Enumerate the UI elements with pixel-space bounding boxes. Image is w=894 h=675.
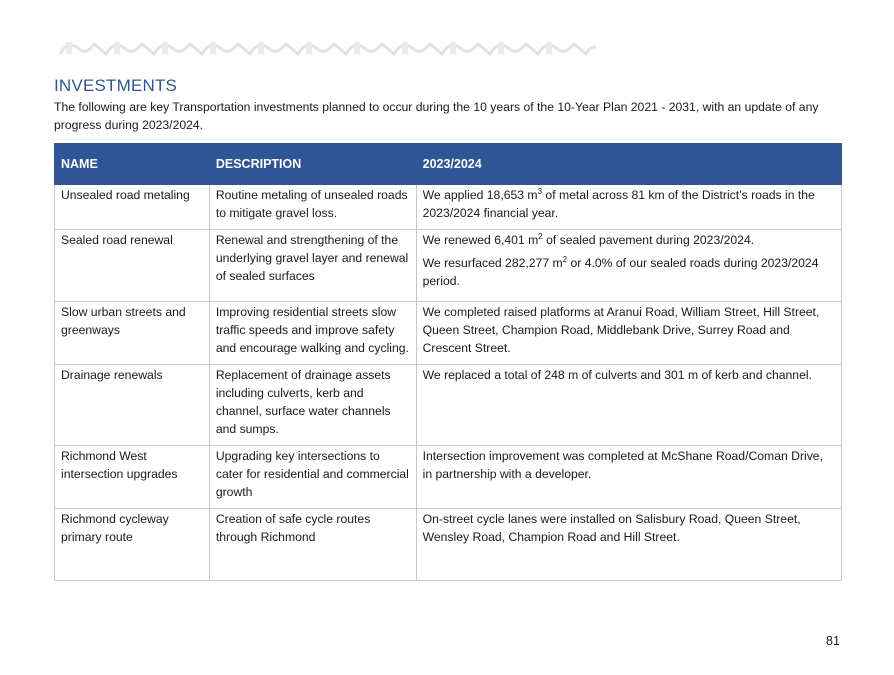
- cell-description: Improving residential streets slow traff…: [208, 301, 417, 365]
- cell-name: Richmond cycleway primary route: [54, 508, 210, 581]
- update-text: We replaced a total of 248 m of culverts…: [422, 368, 812, 382]
- unit-superscript: 2: [538, 231, 543, 241]
- update-paragraph: We applied 18,653 m3 of metal across 81 …: [423, 186, 835, 222]
- unit-superscript: 2: [562, 254, 568, 264]
- update-text: or 4.0% of our sealed roads during 2023/…: [422, 256, 819, 288]
- header-description: DESCRIPTION: [208, 143, 417, 185]
- update-text: We renewed 6,401 m: [422, 233, 539, 247]
- investments-table: NAME DESCRIPTION 2023/2024 Unsealed road…: [54, 143, 843, 581]
- update-text: of sealed pavement during 2023/2024.: [542, 233, 755, 247]
- cell-name: Unsealed road metaling: [54, 184, 210, 230]
- unit-superscript: 3: [537, 186, 543, 196]
- update-text: We applied 18,653 m: [422, 188, 538, 202]
- page-number: 81: [826, 634, 840, 648]
- update-text: We resurfaced 282,277 m: [422, 256, 563, 270]
- cell-name: Richmond West intersection upgrades: [54, 445, 210, 509]
- section-title: INVESTMENTS: [54, 76, 178, 95]
- header-year: 2023/2024: [415, 143, 843, 185]
- cell-update: On-street cycle lanes were installed on …: [415, 508, 843, 581]
- update-text: Intersection improvement was completed a…: [422, 449, 823, 481]
- cell-description: Creation of safe cycle routes through Ri…: [208, 508, 417, 581]
- cell-name: Slow urban streets and greenways: [54, 301, 210, 365]
- cell-name: Drainage renewals: [54, 364, 210, 446]
- update-paragraph: We replaced a total of 248 m of culverts…: [423, 366, 835, 384]
- update-paragraph: Intersection improvement was completed a…: [423, 447, 835, 483]
- update-text: We completed raised platforms at Aranui …: [422, 305, 820, 355]
- table-header-row: NAME DESCRIPTION 2023/2024: [54, 143, 843, 185]
- update-paragraph: We renewed 6,401 m2 of sealed pavement d…: [423, 231, 835, 249]
- update-paragraph: On-street cycle lanes were installed on …: [423, 510, 835, 546]
- cell-update: We replaced a total of 248 m of culverts…: [415, 364, 843, 446]
- update-text: of metal across 81 km of the District’s …: [422, 188, 815, 220]
- cell-description: Routine metaling of unsealed roads to mi…: [208, 184, 417, 230]
- cell-update: We renewed 6,401 m2 of sealed pavement d…: [415, 229, 843, 302]
- cell-name: Sealed road renewal: [54, 229, 210, 302]
- cell-update: We applied 18,653 m3 of metal across 81 …: [415, 184, 843, 230]
- update-paragraph: We completed raised platforms at Aranui …: [423, 303, 835, 357]
- header-name: NAME: [54, 143, 210, 185]
- cell-description: Renewal and strengthening of the underly…: [208, 229, 417, 302]
- decorative-pattern-banner: [58, 41, 598, 57]
- cell-update: Intersection improvement was completed a…: [415, 445, 843, 509]
- cell-description: Replacement of drainage assets including…: [208, 364, 417, 446]
- intro-paragraph: The following are key Transportation inv…: [54, 100, 819, 132]
- cell-update: We completed raised platforms at Aranui …: [415, 301, 843, 365]
- update-text: On-street cycle lanes were installed on …: [422, 512, 801, 544]
- cell-description: Upgrading key intersections to cater for…: [208, 445, 417, 509]
- update-paragraph: We resurfaced 282,277 m2 or 4.0% of our …: [423, 254, 835, 290]
